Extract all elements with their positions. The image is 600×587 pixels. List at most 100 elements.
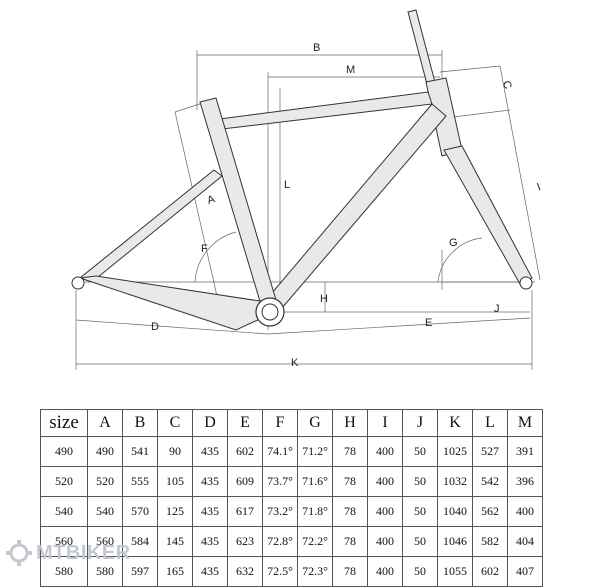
table-cell: 78 (332, 436, 368, 467)
table-cell: 435 (192, 496, 228, 527)
table-cell: 520 (87, 466, 123, 497)
table-cell: 74.1° (262, 436, 298, 467)
table-cell: 400 (507, 496, 543, 527)
table-cell: 78 (332, 556, 368, 587)
table-row: 540 540 570 125 435 617 73.2° 71.8° 78 4… (40, 496, 543, 527)
table-cell: 562 (472, 496, 508, 527)
table-cell: 490 (40, 436, 88, 467)
dim-label-i: I (535, 181, 542, 193)
table-cell: 78 (332, 496, 368, 527)
table-cell: 520 (40, 466, 88, 497)
table-row: 560 560 584 145 435 623 72.8° 72.2° 78 4… (40, 526, 543, 557)
table-cell: 623 (227, 526, 263, 557)
table-cell: 73.7° (262, 466, 298, 497)
table-cell: 78 (332, 466, 368, 497)
dim-label-d: D (151, 321, 159, 333)
watermark-text: MTBIKER (36, 541, 131, 564)
table-cell: 396 (507, 466, 543, 497)
table-cell: 1032 (437, 466, 473, 497)
header-cell: K (437, 409, 473, 437)
table-cell: 71.6° (297, 466, 333, 497)
table-cell: 71.2° (297, 436, 333, 467)
table-cell: 435 (192, 526, 228, 557)
table-cell: 400 (367, 526, 403, 557)
table-cell: 400 (367, 436, 403, 467)
table-cell: 400 (367, 556, 403, 587)
header-cell: M (507, 409, 543, 437)
table-cell: 435 (192, 436, 228, 467)
table-row: 490 490 541 90 435 602 74.1° 71.2° 78 40… (40, 436, 543, 467)
table-cell: 527 (472, 436, 508, 467)
table-cell: 490 (87, 436, 123, 467)
top-tube (211, 91, 433, 131)
table-cell: 540 (87, 496, 123, 527)
table-cell: 435 (192, 466, 228, 497)
header-cell: H (332, 409, 368, 437)
table-cell: 555 (122, 466, 158, 497)
down-tube (265, 103, 447, 309)
dim-label-b: B (313, 42, 320, 54)
rear-dropout (71, 276, 85, 290)
dim-label-h: H (320, 293, 328, 305)
table-cell: 1040 (437, 496, 473, 527)
dim-label-l: L (284, 179, 290, 191)
table-row: 520 520 555 105 435 609 73.7° 71.6° 78 4… (40, 466, 543, 497)
table-cell: 435 (192, 556, 228, 587)
table-cell: 72.2° (297, 526, 333, 557)
header-cell: size (40, 409, 88, 437)
table-cell: 90 (157, 436, 193, 467)
bike-frame (78, 9, 533, 331)
frame-geometry-diagram: B M C L A I F G H J D E K (71, 9, 542, 370)
table-cell: 582 (472, 526, 508, 557)
dim-label-k: K (291, 357, 299, 369)
table-cell: 73.2° (262, 496, 298, 527)
header-cell: G (297, 409, 333, 437)
header-cell: L (472, 409, 508, 437)
table-cell: 391 (507, 436, 543, 467)
table-header-row: size A B C D E F G H I J K L M (40, 409, 543, 437)
table-cell: 570 (122, 496, 158, 527)
table-cell: 1046 (437, 526, 473, 557)
table-cell: 50 (402, 466, 438, 497)
dropouts (71, 276, 533, 290)
table-cell: 407 (507, 556, 543, 587)
table-cell: 400 (367, 496, 403, 527)
header-cell: J (402, 409, 438, 437)
table-cell: 404 (507, 526, 543, 557)
front-dropout (519, 276, 533, 290)
table-cell: 78 (332, 526, 368, 557)
fork (443, 145, 533, 285)
table-cell: 1055 (437, 556, 473, 587)
table-cell: 540 (40, 496, 88, 527)
table-cell: 50 (402, 556, 438, 587)
dim-label-j: J (494, 303, 500, 315)
table-cell: 72.8° (262, 526, 298, 557)
table-cell: 632 (227, 556, 263, 587)
dim-label-m: M (346, 64, 355, 76)
dim-label-a: A (206, 193, 218, 207)
table-cell: 50 (402, 436, 438, 467)
table-cell: 542 (472, 466, 508, 497)
table-cell: 400 (367, 466, 403, 497)
steerer-tube (407, 9, 437, 89)
table-cell: 1025 (437, 436, 473, 467)
dim-label-e: E (425, 317, 432, 329)
gear-logo-icon (6, 540, 32, 566)
table-cell: 105 (157, 466, 193, 497)
table-cell: 541 (122, 436, 158, 467)
header-cell: E (227, 409, 263, 437)
table-cell: 50 (402, 496, 438, 527)
header-cell: D (192, 409, 228, 437)
header-cell: F (262, 409, 298, 437)
chain-stay (79, 275, 267, 331)
header-cell: B (122, 409, 158, 437)
table-cell: 609 (227, 466, 263, 497)
table-cell: 602 (472, 556, 508, 587)
table-cell: 50 (402, 526, 438, 557)
dim-label-c: C (500, 79, 514, 91)
dimension-lines (75, 50, 541, 370)
table-cell: 602 (227, 436, 263, 467)
header-cell: C (157, 409, 193, 437)
dim-label-g: G (449, 237, 458, 249)
bottom-bracket (255, 297, 285, 327)
